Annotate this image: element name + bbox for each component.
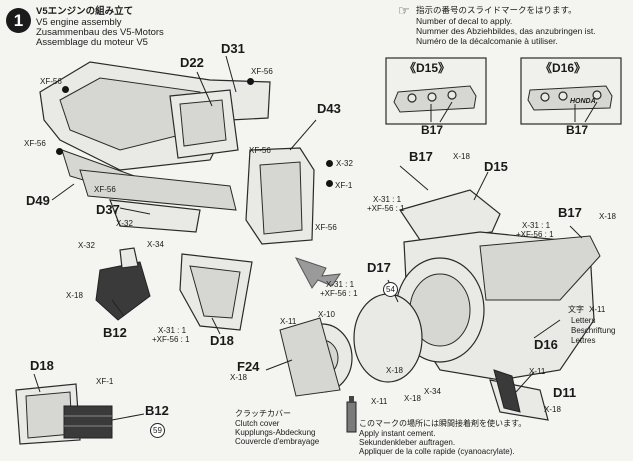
- honda-logo: HONDA: [570, 98, 596, 105]
- paint-x32-right: X-32: [336, 159, 353, 168]
- paint-dot: [62, 86, 69, 93]
- decal-note-en: Number of decal to apply.: [416, 16, 513, 26]
- paint-x18-top: X-18: [453, 152, 470, 161]
- title-jp: V5エンジンの組み立て: [36, 6, 134, 17]
- part-label-d22: D22: [180, 55, 204, 70]
- paint-xf56-d37: XF-56: [94, 185, 116, 194]
- decal-d16-cover: [527, 85, 613, 111]
- paint-x18-clutch: X-18: [386, 366, 403, 375]
- part-label-d18-oilpan: D18: [210, 333, 234, 348]
- mix-x31-d18: X-31 : 1: [158, 326, 187, 335]
- paint-x18-right: X-18: [599, 212, 616, 221]
- mix-x31-d15: X-31 : 1: [373, 195, 402, 204]
- part-label-d17: D17: [367, 260, 391, 275]
- paint-xf56-d43-bottom: XF-56: [315, 223, 337, 232]
- paint-x18-f24: X-18: [230, 373, 247, 382]
- paint-dot: [56, 148, 63, 155]
- part-label-b17-right: B17: [558, 205, 582, 220]
- decal-note-jp: 指示の番号のスライドマークをはります。: [416, 5, 577, 15]
- mix-xf56-d17: +XF-56 : 1: [320, 289, 358, 298]
- paint-xf56-left: XF-56: [40, 77, 62, 86]
- paint-xf56-d43: XF-56: [249, 146, 271, 155]
- letters-note-fr: Lettres: [571, 336, 596, 345]
- paint-x32-mid: X-32: [116, 219, 133, 228]
- paint-x11-f24: X-11: [280, 317, 297, 326]
- mix-x31-d17: X-31 : 1: [326, 280, 355, 289]
- title-en: V5 engine assembly: [36, 17, 122, 28]
- mix-xf56-d15: +XF-56 : 1: [367, 204, 405, 213]
- title-de: Zusammenbau des V5-Motors: [36, 27, 164, 38]
- paint-x32-left: X-32: [78, 241, 95, 250]
- paint-xf56-mid-left: XF-56: [24, 139, 46, 148]
- part-label-d18-detail: D18: [30, 358, 54, 373]
- part-label-d43: D43: [317, 101, 341, 116]
- paint-x11-bottom: X-11: [371, 397, 388, 406]
- decal-box-d15-label: 《D15》: [404, 61, 451, 75]
- clutch-note-jp: クラッチカバー: [235, 409, 291, 418]
- step-number-badge: 1: [6, 8, 31, 33]
- part-label-d16: D16: [534, 337, 558, 352]
- letters-note-code: X-11: [589, 305, 606, 314]
- cement-note-jp: このマークの場所には瞬間接着剤を使います。: [359, 419, 527, 428]
- letters-note-jp: 文字: [568, 305, 584, 314]
- part-label-d49: D49: [26, 193, 50, 208]
- paint-xf1-detail: XF-1: [96, 377, 114, 386]
- part-label-b17-top: B17: [409, 149, 433, 164]
- paint-x18-d11: X-18: [544, 405, 561, 414]
- mix-xf56-d18: +XF-56 : 1: [152, 335, 190, 344]
- paint-x10: X-10: [318, 310, 335, 319]
- part-label-d37: D37: [96, 202, 120, 217]
- paint-x18-b12: X-18: [66, 291, 83, 300]
- hand-pointer-icon: ☞: [398, 3, 410, 18]
- clutch-note-en: Clutch cover: [235, 419, 280, 428]
- part-label-b12-bracket: B12: [103, 325, 127, 340]
- decal-box-d15-part: B17: [421, 123, 444, 137]
- paint-xf56-top: XF-56: [251, 67, 273, 76]
- letters-note-en: Letters: [571, 316, 596, 325]
- paint-x34-right: X-34: [424, 387, 441, 396]
- decal-number-54: 54: [383, 282, 398, 297]
- clutch-note-fr: Couvercle d'embrayage: [235, 437, 320, 446]
- clutch-note-de: Kupplungs-Abdeckung: [235, 428, 316, 437]
- part-label-d15: D15: [484, 159, 508, 174]
- mix-xf56-d16: +XF-56 : 1: [516, 230, 554, 239]
- decal-d15-cover: [393, 85, 477, 113]
- paint-x11-d11: X-11: [529, 367, 546, 376]
- cement-note-fr: Appliquer de la colle rapide (cyanoacryl…: [359, 447, 515, 456]
- cement-note-en: Apply instant cement.: [359, 429, 436, 438]
- part-label-b12-detail: B12: [145, 403, 169, 418]
- paint-dot: [326, 180, 333, 187]
- letters-note-de: Beschriftung: [571, 326, 616, 335]
- decal-note-de: Nummer des Abziehbildes, das anzubringen…: [416, 26, 596, 36]
- part-label-f24: F24: [237, 359, 260, 374]
- decal-box-d16-label: 《D16》: [540, 61, 587, 75]
- paint-xf1-right: XF-1: [335, 181, 353, 190]
- mix-x31-d16: X-31 : 1: [522, 221, 551, 230]
- part-label-d11: D11: [553, 385, 577, 400]
- paint-x34-left: X-34: [147, 240, 164, 249]
- decal-number-59: 59: [150, 423, 165, 438]
- part-label-d31: D31: [221, 41, 245, 56]
- decal-note-fr: Numéro de la décalcomanie à utiliser.: [416, 36, 558, 46]
- paint-dot: [247, 78, 254, 85]
- engine-block: [279, 189, 601, 421]
- decal-box-d16-part: B17: [566, 123, 589, 137]
- paint-dot: [326, 160, 333, 167]
- cement-note-de: Sekundenkleber auftragen.: [359, 438, 456, 447]
- title-fr: Assemblage du moteur V5: [36, 37, 148, 48]
- paint-x18-clutch-bottom: X-18: [404, 394, 421, 403]
